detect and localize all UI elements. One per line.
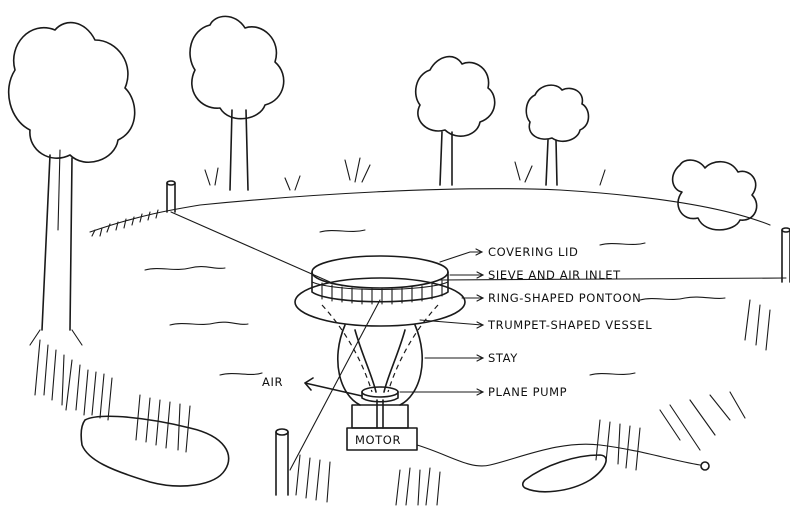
motor-housing [352,405,408,428]
leader-lines [400,249,483,395]
motor-label: MOTOR [355,433,401,447]
pond-bank-left [92,210,158,236]
plug-icon [701,462,709,470]
bush-right [673,160,757,230]
trumpet-vessel-neck [355,330,405,392]
tree-mid [190,16,284,190]
ring-pontoon-label: RING-SHAPED PONTOON [488,291,641,305]
tree-left [9,23,135,345]
plane-pump-label: PLANE PUMP [488,385,567,399]
tree-right-2 [526,85,588,185]
stay-label: STAY [488,351,518,365]
sieve-air-inlet-label: SIEVE AND AIR INLET [488,268,621,282]
plane-pump [362,387,398,402]
stake-right [782,228,790,282]
covering-lid [312,256,448,288]
stake-back-left [167,181,175,212]
trumpet-vessel-dashed [322,305,438,392]
anchor-line-back [171,212,330,282]
air-label: AIR [262,375,283,389]
foreground-grass [35,300,770,505]
tree-right-1 [416,57,495,185]
covering-lid-label: COVERING LID [488,245,578,259]
stake-front [276,429,288,495]
stone-left [81,416,228,486]
stone-right [523,455,606,492]
trumpet-vessel-label: TRUMPET-SHAPED VESSEL [487,318,652,332]
